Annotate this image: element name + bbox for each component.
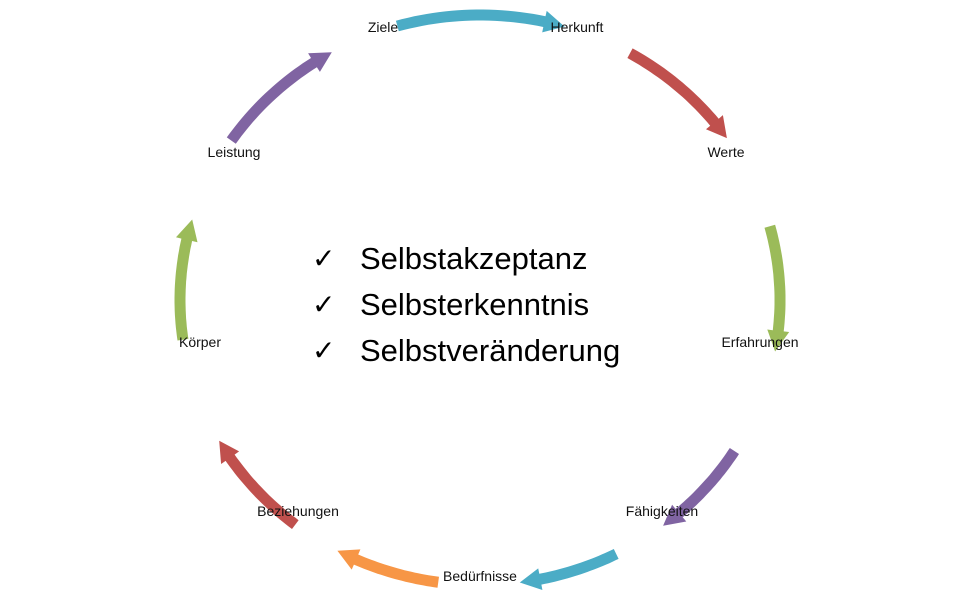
cycle-arrow-6 xyxy=(337,549,439,588)
cycle-arrow-1 xyxy=(395,9,565,33)
node-label-koerper: Körper xyxy=(178,334,222,350)
cycle-arrow-5 xyxy=(519,549,619,590)
node-label-erfahrungen: Erfahrungen xyxy=(721,334,799,350)
node-label-beziehungen: Beziehungen xyxy=(257,503,339,519)
checklist-item-selbstakzeptanz: ✓ Selbstakzeptanz xyxy=(312,236,620,282)
node-label-herkunft: Herkunft xyxy=(550,19,604,35)
checklist-item-text: Selbsterkenntnis xyxy=(360,287,590,322)
center-checklist: ✓ Selbstakzeptanz ✓ Selbsterkenntnis ✓ S… xyxy=(312,236,620,374)
arrow-layer xyxy=(174,9,790,590)
cycle-arrow-4 xyxy=(663,448,739,526)
check-mark-icon: ✓ xyxy=(312,242,336,275)
cycle-arrow-2 xyxy=(627,48,727,139)
checklist-item-text: Selbstakzeptanz xyxy=(360,241,588,276)
check-mark-icon: ✓ xyxy=(312,288,336,321)
node-label-werte: Werte xyxy=(707,144,745,160)
node-label-leistung: Leistung xyxy=(207,144,261,160)
cycle-arrow-8 xyxy=(174,219,198,341)
checklist-item-selbsterkenntnis: ✓ Selbsterkenntnis xyxy=(312,282,620,328)
checklist-item-text: Selbstveränderung xyxy=(360,333,621,368)
checklist-item-selbstveraenderung: ✓ Selbstveränderung xyxy=(312,328,620,374)
node-label-faehigkeiten: Fähigkeiten xyxy=(625,503,699,519)
cycle-arrow-9 xyxy=(226,52,332,144)
cycle-arrow-7 xyxy=(219,440,299,529)
node-label-beduerfnisse: Bedürfnisse xyxy=(443,568,517,584)
check-mark-icon: ✓ xyxy=(312,334,336,367)
node-label-ziele: Ziele xyxy=(367,19,399,35)
cycle-arrow-3 xyxy=(764,224,790,352)
